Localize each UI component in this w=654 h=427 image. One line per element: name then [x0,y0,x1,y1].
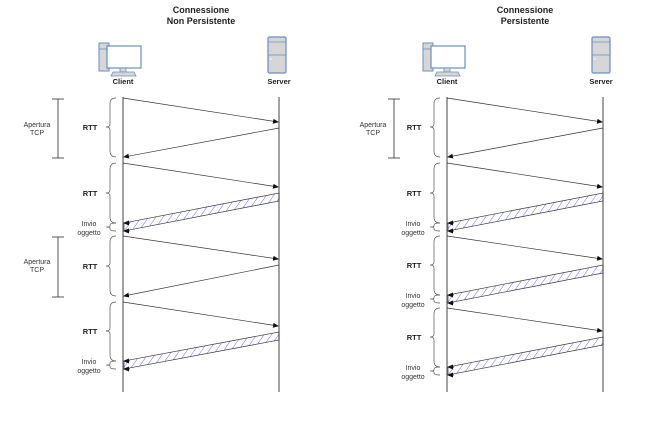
object-transfer-band [123,331,280,370]
client-label: Client [113,77,134,86]
rtt-label: RTT [83,262,98,271]
rtt-label: RTT [407,123,422,132]
tcp-open-label-line2: TCP [366,130,380,137]
tcp-open-bracket [52,98,64,159]
tcp-open-label-line1: Apertura [24,122,51,129]
server-tower-icon [591,36,611,74]
diagram-title-line1: Connessione [497,5,554,15]
request-arrow [446,162,603,189]
tcp-open-label-line1: Apertura [360,122,387,129]
desktop-computer-icon [98,42,142,77]
tcp-open-label-line2: TCP [30,267,44,274]
invio-brace [429,294,441,304]
rtt-brace [429,307,441,368]
rtt-brace [429,97,441,158]
request-arrow [122,301,279,328]
request-arrow [446,235,603,261]
synack-arrow [447,127,604,159]
object-transfer-band [447,336,604,376]
synack-arrow [123,264,280,298]
rtt-brace [105,97,117,158]
object-transfer-band [447,264,604,304]
invio-brace [429,366,441,376]
desktop-computer-icon [422,42,466,77]
invio-label-line1: Invio [406,293,421,300]
invio-label-line1: Invio [406,221,421,228]
invio-label-line1: Invio [82,359,97,366]
request-arrow [446,307,603,333]
invio-label-line1: Invio [406,365,421,372]
rtt-brace [429,235,441,296]
rtt-brace [105,235,117,297]
diagram-title-line1: Connessione [173,5,230,15]
rtt-label: RTT [83,327,98,336]
syn-arrow [122,97,279,124]
server-label: Server [267,77,290,86]
invio-label-line2: oggetto [77,368,100,375]
invio-brace [105,222,117,232]
rtt-label: RTT [83,189,98,198]
server-label: Server [589,77,612,86]
invio-label-line2: oggetto [401,374,424,381]
rtt-brace [429,162,441,224]
invio-brace [105,360,117,370]
object-transfer-band [123,192,280,232]
rtt-brace [105,301,117,362]
diagram-persistent: Connessione Persistente Client Server [360,5,613,392]
synack-arrow [123,127,280,159]
diagram-title-line2: Persistente [501,16,550,26]
client-label: Client [437,77,458,86]
object-transfer-band [447,192,604,232]
invio-brace [429,222,441,232]
rtt-label: RTT [407,333,422,342]
request-arrow [122,162,279,189]
invio-label-line2: oggetto [401,230,424,237]
invio-label-line1: Invio [82,221,97,228]
rtt-label: RTT [83,123,98,132]
server-tower-icon [267,36,287,74]
diagram-title-line2: Non Persistente [167,16,236,26]
syn-arrow [122,235,279,261]
rtt-brace [105,162,117,224]
tcp-open-bracket [52,236,64,298]
tcp-open-bracket [388,98,400,159]
tcp-open-label-line1: Apertura [24,259,51,266]
tcp-open-label-line2: TCP [30,130,44,137]
rtt-label: RTT [407,261,422,270]
invio-label-line2: oggetto [401,302,424,309]
invio-label-line2: oggetto [77,230,100,237]
syn-arrow [446,97,603,124]
rtt-label: RTT [407,189,422,198]
diagram-non-persistent: Connessione Non Persistente Client Serve… [24,5,291,392]
